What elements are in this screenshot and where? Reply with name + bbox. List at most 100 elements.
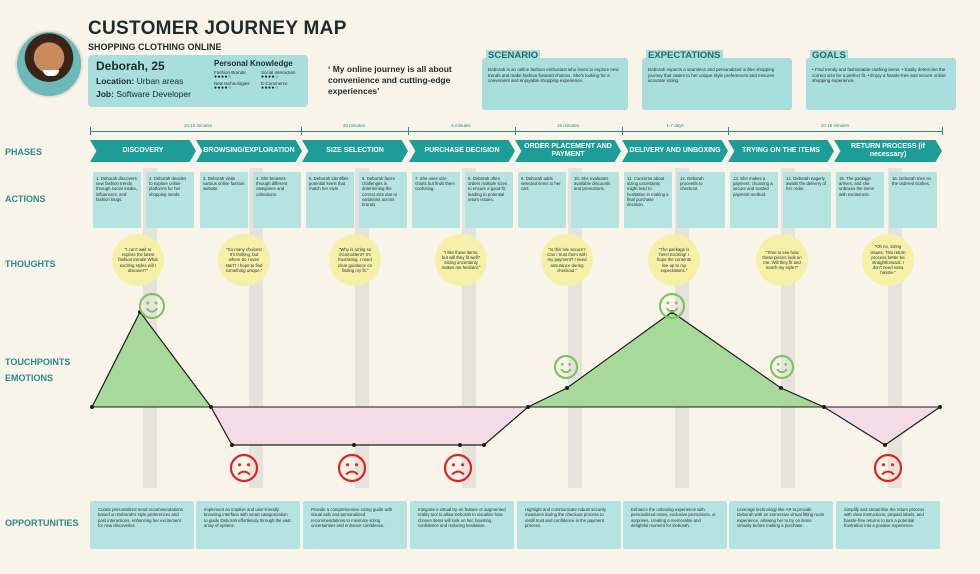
expectations-title: EXPECTATIONS bbox=[646, 50, 723, 61]
thought-bubble: "I like these items, but will they fit w… bbox=[435, 234, 487, 286]
timeline-tick bbox=[728, 127, 729, 135]
emotion-point bbox=[779, 386, 783, 390]
knowledge-dots: ●●●●○ bbox=[214, 85, 232, 91]
knowledge-dots: ●●●●○ bbox=[214, 74, 232, 80]
action-card: 12. Deborah proceeds to checkout. bbox=[677, 172, 725, 228]
thought-bubble: "Why is sizing so inconsistent? It's fru… bbox=[329, 234, 381, 286]
knowledge-title: Personal Knowledge bbox=[214, 59, 293, 68]
action-card: 11. Concerns about sizing uncertainty mi… bbox=[624, 172, 672, 228]
job-label: Job: bbox=[96, 89, 114, 99]
thought-bubble: "The package is here! Exciting! I hope t… bbox=[648, 234, 700, 286]
knowledge-label: Social Interaction bbox=[261, 70, 296, 75]
emotion-area bbox=[211, 407, 528, 445]
scenario-box: SCENARIO Deborah is an online fashion en… bbox=[482, 50, 628, 110]
phase-delivery: DELIVERY AND UNBOXING bbox=[622, 140, 728, 162]
happy-face-icon bbox=[553, 354, 579, 380]
goals-title: GOALS bbox=[810, 50, 848, 61]
action-card: 7. She uses size charts but finds them c… bbox=[412, 172, 460, 228]
avatar bbox=[15, 30, 83, 98]
phase-discovery: DISCOVERY bbox=[90, 140, 196, 162]
persona-card: Deborah, 25 Location: Urban areas Job: S… bbox=[88, 55, 308, 107]
row-label-opportunities: OPPORTUNITIES bbox=[5, 518, 79, 528]
phase-browsing: BROWSING/EXPLORATION bbox=[196, 140, 302, 162]
emotion-point bbox=[565, 386, 569, 390]
action-card: 4. She browses through different categor… bbox=[253, 172, 301, 228]
knowledge-label: Fashion Brands bbox=[214, 70, 246, 75]
sad-face-icon bbox=[443, 453, 473, 483]
scenario-title: SCENARIO bbox=[486, 50, 541, 61]
job-value: Software Developer bbox=[116, 89, 191, 99]
opportunity-card: Highlight and communicate robust securit… bbox=[517, 501, 621, 549]
location-label: Location: bbox=[96, 76, 135, 86]
timeline-tick bbox=[90, 127, 91, 135]
emotion-point bbox=[526, 405, 530, 409]
action-card: 9. Deborah adds selected items to her ca… bbox=[518, 172, 566, 228]
knowledge-label: E-Commerce bbox=[261, 81, 288, 86]
phase-return: RETURN PROCESS (if necessary) bbox=[834, 140, 942, 162]
expectations-box: EXPECTATIONS Deborah expects a seamless … bbox=[642, 50, 792, 110]
opportunity-card: Provide a comprehensive sizing guide wit… bbox=[303, 501, 407, 549]
timeline-tick bbox=[942, 127, 943, 135]
opportunity-card: Leverage technology like AR to provide D… bbox=[729, 501, 833, 549]
emotion-point bbox=[90, 405, 94, 409]
action-card: 6. Deborah faces challenges in determini… bbox=[359, 172, 407, 228]
happy-face-icon bbox=[769, 354, 795, 380]
opportunity-card: Enhance the unboxing experience with per… bbox=[623, 501, 727, 549]
persona-name: Deborah, 25 bbox=[96, 59, 165, 73]
opportunity-card: Curate personalized trend recommendation… bbox=[90, 501, 194, 549]
persona-quote: ‘ My online journey is all about conveni… bbox=[328, 64, 452, 96]
action-card: 10. She evaluates available discounts an… bbox=[571, 172, 619, 228]
personal-knowledge: Personal Knowledge Fashion Brands●●●●○ S… bbox=[210, 55, 308, 107]
action-card: 16. Deborah tries on the ordered clothes… bbox=[889, 172, 937, 228]
timeline-tick bbox=[622, 127, 623, 135]
duration-label: 1-7 days bbox=[666, 123, 684, 128]
sad-face-icon bbox=[229, 453, 259, 483]
emotion-point bbox=[883, 443, 887, 447]
happy-face-icon bbox=[658, 292, 686, 320]
opportunity-card: Integrate a virtual try-on feature or au… bbox=[410, 501, 514, 549]
thought-bubble: "Oh no, sizing issues. This return proce… bbox=[862, 234, 914, 286]
phase-size-selection: SIZE SELECTION bbox=[302, 140, 408, 162]
emotion-point bbox=[482, 443, 486, 447]
expectations-text: Deborah expects a seamless and personali… bbox=[648, 67, 775, 83]
action-card: 8. Deborah often orders multiple sizes t… bbox=[465, 172, 513, 228]
emotion-point bbox=[209, 405, 213, 409]
action-card: 13. She makes a payment, choosing a secu… bbox=[730, 172, 778, 228]
location-value: Urban areas bbox=[136, 76, 184, 86]
timeline-tick bbox=[408, 127, 409, 135]
phase-order-payment: ORDER PLACEMENT AND PAYMENT bbox=[515, 140, 621, 162]
opportunity-card: Simplify and streamline the return proce… bbox=[836, 501, 940, 549]
knowledge-dots: ●●●●○ bbox=[261, 85, 279, 91]
timeline-tick bbox=[515, 127, 516, 135]
phase-trying-on: TRYING ON THE ITEMS bbox=[728, 140, 834, 162]
opportunity-card: Implement an intuitive and user-friendly… bbox=[196, 501, 300, 549]
row-label-phases: PHASES bbox=[5, 147, 43, 157]
knowledge-dots: ●●●●○ bbox=[261, 74, 279, 80]
action-card: 1. Deborah discovers new fashion trends … bbox=[93, 172, 141, 228]
sad-face-icon bbox=[873, 453, 903, 483]
phase-purchase-decision: PURCHASE DECISION bbox=[409, 140, 515, 162]
action-card: 3. Deborah visits various online fashion… bbox=[200, 172, 248, 228]
emotion-line bbox=[91, 310, 941, 446]
knowledge-label: New technologies bbox=[214, 81, 250, 86]
duration-label: 20 minutes bbox=[342, 123, 366, 128]
action-card: 15. The package arrives, and she unboxes… bbox=[836, 172, 884, 228]
row-label-actions: ACTIONS bbox=[5, 194, 46, 204]
emotion-point bbox=[822, 405, 826, 409]
goals-text: • Find trendy and fashionable clothing i… bbox=[812, 67, 946, 83]
emotion-point bbox=[230, 443, 234, 447]
sad-face-icon bbox=[337, 453, 367, 483]
action-card: 14. Deborah eagerly awaits the delivery … bbox=[783, 172, 831, 228]
emotion-area bbox=[824, 407, 940, 445]
action-card: 5. Deborah identifies potential items th… bbox=[306, 172, 354, 228]
thought-bubble: "So many choices! It's thrilling, but wh… bbox=[218, 234, 270, 286]
scenario-text: Deborah is an online fashion enthusiast … bbox=[488, 67, 619, 83]
emotion-area bbox=[528, 312, 824, 407]
row-label-emotions: EMOTIONS bbox=[5, 373, 54, 383]
timeline-line bbox=[90, 131, 942, 132]
page-title: CUSTOMER JOURNEY MAP bbox=[88, 18, 347, 39]
duration-label: 15 minutes bbox=[556, 123, 580, 128]
row-label-thoughts: THOUGHTS bbox=[5, 259, 56, 269]
row-label-touchpoints: TOUCHPOINTS bbox=[5, 357, 71, 367]
